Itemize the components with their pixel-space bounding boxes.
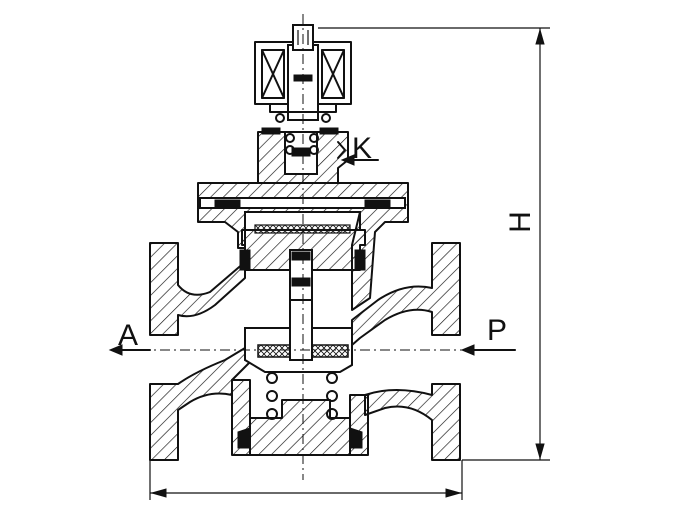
control-arrow	[340, 154, 379, 166]
control-port-label: K	[352, 132, 372, 165]
bottom-cap	[237, 399, 363, 456]
height-dimension-line	[318, 27, 550, 461]
valve-body-left	[149, 242, 251, 461]
valve-disc	[244, 299, 353, 373]
outlet-arrow	[108, 344, 151, 356]
outlet-port-label: A	[118, 319, 138, 352]
height-dimension-label: H	[504, 211, 537, 233]
inlet-arrow	[460, 344, 516, 356]
center-lines	[120, 14, 520, 480]
inlet-port-label: P	[487, 314, 507, 347]
width-dimension-line	[149, 460, 463, 500]
